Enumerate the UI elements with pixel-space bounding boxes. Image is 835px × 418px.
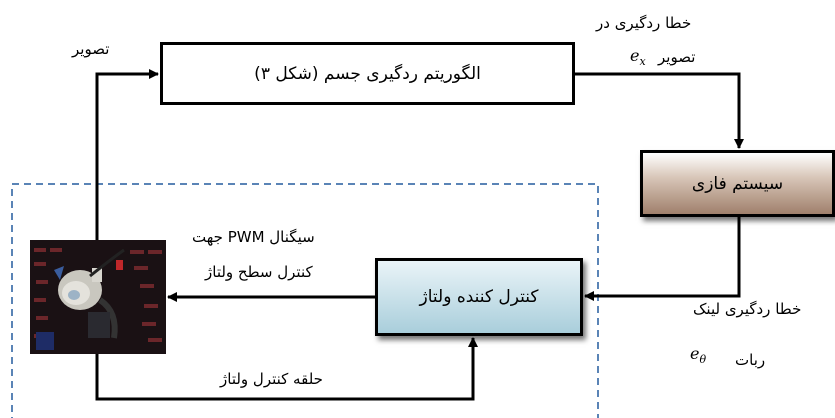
arrow-algorithm-to-fuzzy [575,72,744,149]
robot-photo [30,240,166,354]
pwm-signal-label: سیگنال PWM جهت [192,228,315,246]
fuzzy-system-label: سیستم فازی [691,173,784,194]
arrow-voltage-feedback [95,337,478,401]
voltage-loop-boundary [11,183,599,418]
voltage-controller-box: کنترل کننده ولتاژ [375,258,583,336]
link-error-label-line2: ربات [735,351,766,369]
arrow-image-to-algorithm [95,69,159,240]
link-error-label: خطا ردگیری لینک [693,300,802,318]
link-error-symbol: eθ [690,344,707,367]
object-tracking-algorithm-label: الگوریتم ردگیری جسم (شکل ۳) [254,63,481,84]
arrow-fuzzy-to-controller [584,217,741,301]
image-error-label-line2: تصویر [658,48,696,66]
image-label: تصویر [72,40,110,58]
image-error-symbol: ex [630,46,646,69]
object-tracking-algorithm-box: الگوریتم ردگیری جسم (شکل ۳) [160,42,575,105]
voltage-loop-label: حلقه کنترل ولتاژ [220,370,323,388]
voltage-controller-label: کنترل کننده ولتاژ [419,287,539,307]
fuzzy-system-box: سیستم فازی [640,150,835,217]
pwm-signal-label-line2: کنترل سطح ولتاژ [205,263,313,281]
image-error-label: خطا ردگیری در [596,14,692,32]
